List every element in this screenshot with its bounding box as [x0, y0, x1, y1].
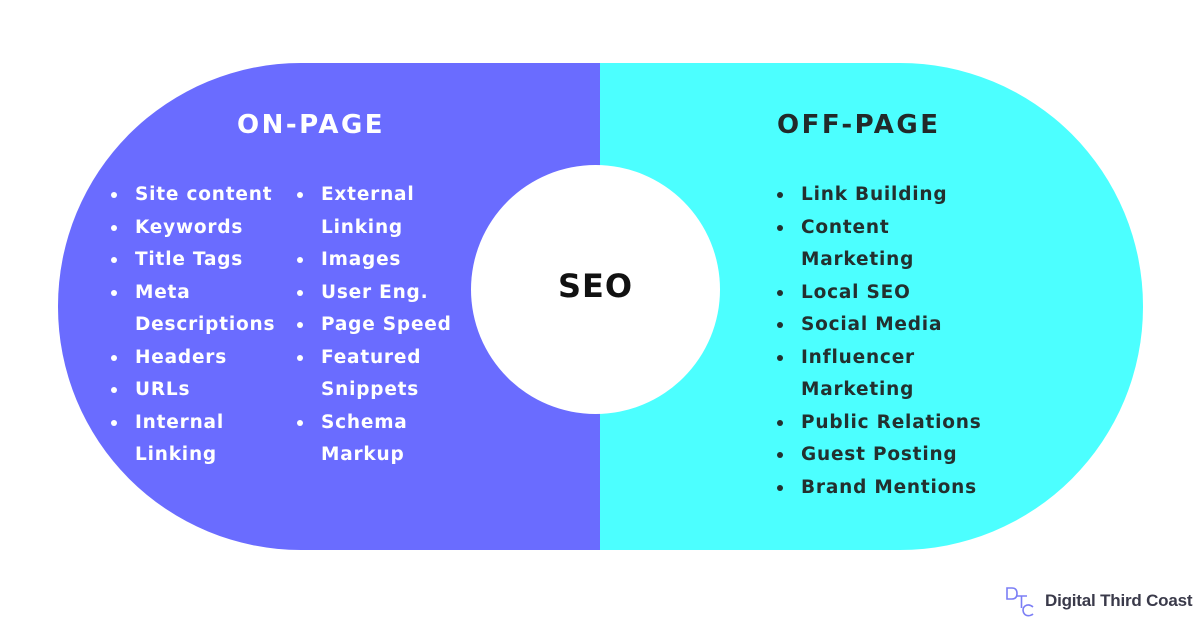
- list-item: Schema Markup: [296, 407, 411, 472]
- list-item: External Linking: [296, 179, 416, 244]
- list-item: Guest Posting: [776, 439, 996, 472]
- list-item: Site content: [110, 179, 285, 212]
- center-label: SEO: [557, 267, 634, 305]
- off-page-heading: OFF-PAGE: [777, 110, 941, 140]
- on-page-list-column-1: Site content Keywords Title Tags Meta De…: [110, 179, 285, 472]
- list-item: Title Tags: [110, 244, 285, 277]
- list-item: Meta Descriptions: [110, 277, 275, 342]
- list-item: Local SEO: [776, 277, 996, 310]
- list-item: Influencer Marketing: [776, 342, 921, 407]
- off-page-list: Link Building Content Marketing Local SE…: [776, 179, 996, 504]
- list-item: User Eng.: [296, 277, 466, 310]
- brand-name: Digital Third Coast: [1045, 591, 1193, 610]
- list-item: Featured Snippets: [296, 342, 421, 407]
- list-item: Public Relations: [776, 407, 996, 440]
- list-item: Brand Mentions: [776, 472, 996, 505]
- list-item: Content Marketing: [776, 212, 921, 277]
- list-item: Keywords: [110, 212, 285, 245]
- on-page-heading: ON-PAGE: [237, 110, 386, 140]
- list-item: Link Building: [776, 179, 996, 212]
- list-item: Page Speed: [296, 309, 466, 342]
- list-item: Headers: [110, 342, 285, 375]
- brand-logo: Digital Third Coast: [1004, 585, 1193, 619]
- list-item: Images: [296, 244, 466, 277]
- list-item: Social Media: [776, 309, 996, 342]
- list-item: URLs: [110, 374, 285, 407]
- on-page-list-column-2: External Linking Images User Eng. Page S…: [296, 179, 466, 472]
- center-circle: [471, 165, 720, 414]
- dtc-monogram-icon: [1006, 587, 1034, 617]
- list-item: Internal Linking: [110, 407, 225, 472]
